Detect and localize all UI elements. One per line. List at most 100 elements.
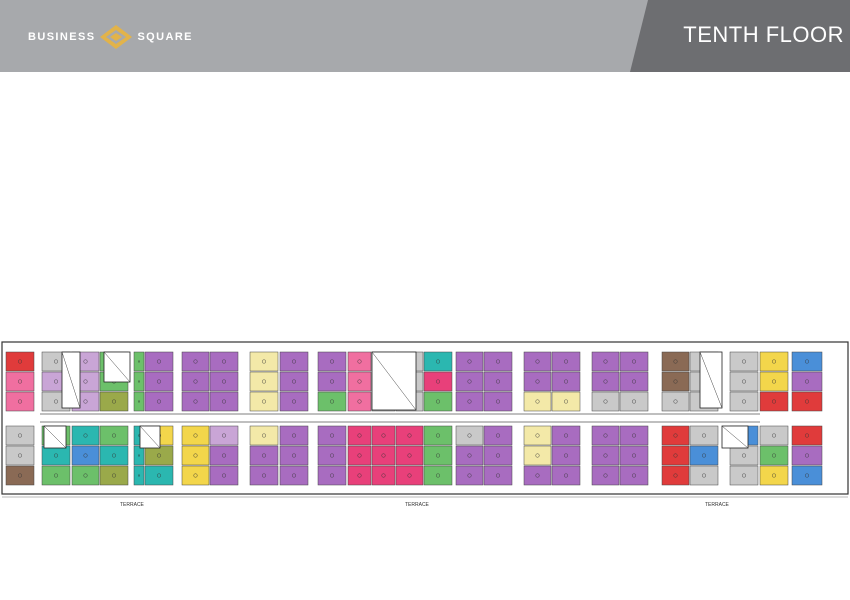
unit-marker	[292, 399, 297, 404]
unit-top	[181, 371, 210, 392]
unit-marker	[535, 359, 540, 364]
unit-top	[181, 391, 210, 412]
unit-top	[279, 371, 309, 392]
unit-bottom	[455, 425, 484, 446]
unit-top	[619, 351, 649, 372]
unit-marker	[496, 473, 501, 478]
unit-marker	[742, 399, 747, 404]
unit-marker	[603, 453, 608, 458]
unit-marker	[357, 359, 362, 364]
unit-marker	[632, 473, 637, 478]
core-cross	[371, 351, 417, 411]
unit-marker	[436, 399, 441, 404]
unit-bottom	[181, 465, 210, 486]
unit-marker	[702, 473, 707, 478]
unit-marker	[137, 400, 140, 403]
unit-bottom	[371, 425, 396, 446]
unit-marker	[496, 359, 501, 364]
unit-marker	[742, 453, 747, 458]
unit-bottom	[483, 425, 513, 446]
unit-marker	[18, 399, 23, 404]
unit-bottom	[661, 445, 690, 466]
unit-bottom	[661, 465, 690, 486]
unit-bottom	[249, 445, 279, 466]
unit-marker	[292, 453, 297, 458]
unit-marker	[54, 379, 59, 384]
unit-bottom	[209, 425, 239, 446]
unit-top	[483, 371, 513, 392]
unit-marker	[357, 433, 362, 438]
unit-marker	[137, 454, 140, 457]
unit-marker	[805, 399, 810, 404]
unit-marker	[535, 379, 540, 384]
unit-marker	[156, 399, 161, 404]
unit-marker	[436, 359, 441, 364]
unit-marker	[381, 473, 386, 478]
logo-diamond-icon	[100, 25, 133, 49]
unit-top	[729, 371, 759, 392]
unit-marker	[407, 473, 412, 478]
unit-top	[523, 371, 552, 392]
unit-bottom	[455, 445, 484, 466]
unit-marker	[83, 433, 88, 438]
unit-bottom	[279, 445, 309, 466]
unit-marker	[564, 433, 569, 438]
unit-bottom	[423, 425, 453, 446]
unit-marker	[292, 379, 297, 384]
unit-marker	[772, 453, 777, 458]
unit-bottom	[591, 445, 620, 466]
unit-bottom	[41, 445, 71, 466]
unit-marker	[221, 473, 226, 478]
unit-marker	[357, 399, 362, 404]
unit-marker	[805, 453, 810, 458]
unit-bottom	[71, 425, 100, 446]
unit-bottom	[347, 425, 372, 446]
unit-marker	[632, 453, 637, 458]
unit-bottom	[99, 425, 129, 446]
unit-top	[347, 351, 372, 372]
unit-marker	[673, 453, 678, 458]
unit-marker	[292, 473, 297, 478]
unit-bottom	[5, 445, 35, 466]
unit-marker	[18, 379, 23, 384]
service-cores	[43, 351, 749, 449]
unit-marker	[436, 433, 441, 438]
unit-top	[423, 351, 453, 372]
unit-marker	[535, 399, 540, 404]
unit-bottom	[483, 465, 513, 486]
unit-marker	[805, 433, 810, 438]
unit-marker	[436, 379, 441, 384]
unit-marker	[467, 433, 472, 438]
unit-marker	[603, 399, 608, 404]
unit-marker	[18, 433, 23, 438]
unit-bottom	[619, 425, 649, 446]
logo-text-right: SQUARE	[137, 31, 193, 43]
unit-marker	[772, 379, 777, 384]
unit-marker	[330, 453, 335, 458]
unit-bottom	[523, 445, 552, 466]
title-band	[630, 0, 850, 72]
unit-bottom	[423, 465, 453, 486]
unit-top	[209, 391, 239, 412]
unit-marker	[467, 359, 472, 364]
unit-bottom	[619, 465, 649, 486]
unit-marker	[193, 473, 198, 478]
unit-marker	[772, 399, 777, 404]
unit-top	[423, 371, 453, 392]
unit-marker	[702, 453, 707, 458]
unit-marker	[330, 359, 335, 364]
unit-marker	[564, 379, 569, 384]
unit-top	[133, 391, 145, 412]
unit-bottom	[279, 465, 309, 486]
unit-marker	[772, 473, 777, 478]
unit-marker	[18, 453, 23, 458]
unit-top	[144, 351, 174, 372]
unit-top	[483, 391, 513, 412]
unit-top	[133, 351, 145, 372]
unit-marker	[603, 473, 608, 478]
unit-bottom	[619, 445, 649, 466]
unit-marker	[83, 379, 88, 384]
unit-marker	[467, 379, 472, 384]
unit-bottom	[423, 445, 453, 466]
unit-bottom	[591, 465, 620, 486]
